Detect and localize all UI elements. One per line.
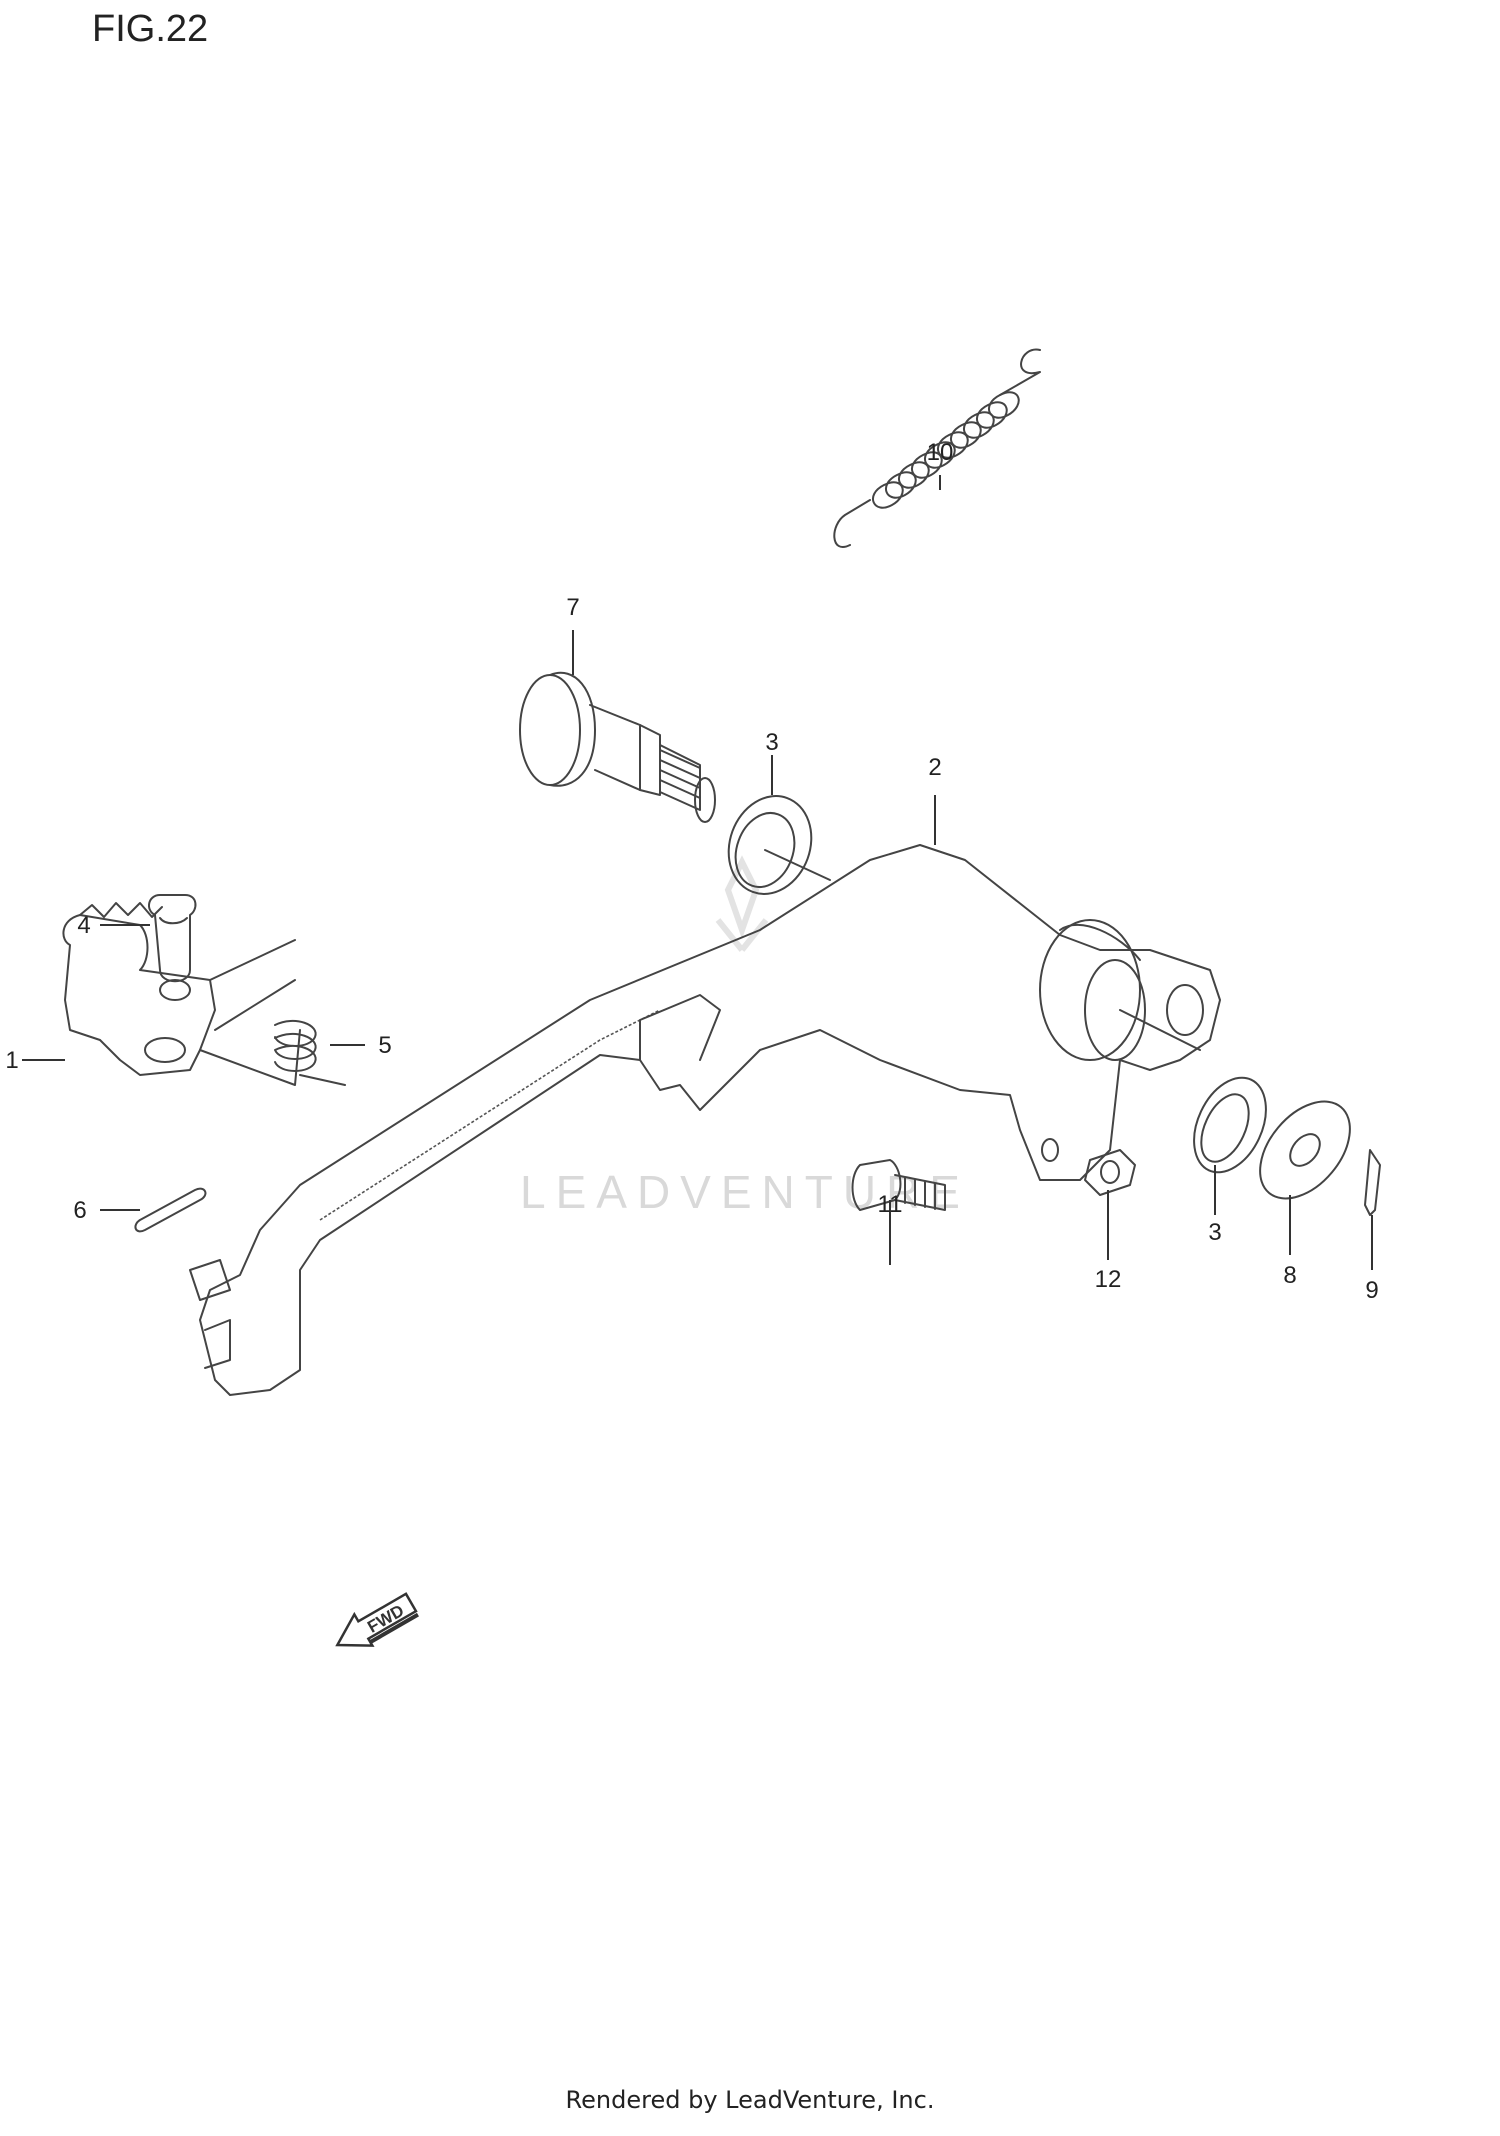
callout-labels: 1 2 3 3 4 5 6 7 8 9 10 11 12 bbox=[5, 439, 1378, 1304]
render-credit: Rendered by LeadVenture, Inc. bbox=[565, 2086, 935, 2114]
cotter-pin-part-9[interactable] bbox=[1364, 1149, 1381, 1216]
callout-5: 5 bbox=[378, 1032, 391, 1059]
pin-part-4[interactable] bbox=[148, 894, 197, 983]
footpeg-part-1[interactable] bbox=[62, 902, 301, 1086]
leadventure-watermark: LEADVENTURE bbox=[520, 855, 970, 1218]
nut-part-12[interactable] bbox=[1084, 1149, 1136, 1196]
fwd-arrow: FWD bbox=[335, 1592, 419, 1647]
spring-part-10[interactable] bbox=[833, 348, 1041, 548]
callout-6: 6 bbox=[73, 1197, 86, 1224]
bushing-part-3-top[interactable] bbox=[715, 784, 831, 905]
callout-4: 4 bbox=[77, 912, 90, 939]
callout-3-top: 3 bbox=[765, 729, 778, 756]
callout-8: 8 bbox=[1283, 1262, 1296, 1289]
leader-lines bbox=[22, 475, 1373, 1270]
callout-12: 12 bbox=[1095, 1266, 1122, 1293]
watermark-text: LEADVENTURE bbox=[520, 1166, 970, 1218]
callout-11: 11 bbox=[878, 1191, 903, 1218]
figure-title: FIG.22 bbox=[92, 8, 209, 50]
callout-2: 2 bbox=[928, 754, 941, 781]
washer-part-8[interactable] bbox=[1242, 1085, 1368, 1216]
pivot-bolt-part-7[interactable] bbox=[519, 672, 716, 823]
callout-9: 9 bbox=[1365, 1277, 1378, 1304]
callout-7: 7 bbox=[566, 594, 579, 621]
callout-1: 1 bbox=[5, 1047, 18, 1074]
bushing-part-3-bottom[interactable] bbox=[1119, 1009, 1280, 1184]
callout-3-bottom: 3 bbox=[1208, 1219, 1221, 1246]
bolt-part-11[interactable] bbox=[851, 1159, 946, 1211]
callout-10: 10 bbox=[927, 439, 954, 466]
spring-part-5[interactable] bbox=[214, 979, 346, 1086]
cotter-pin-part-6[interactable] bbox=[134, 1187, 207, 1233]
brake-pedal-part-2[interactable] bbox=[189, 844, 1221, 1396]
